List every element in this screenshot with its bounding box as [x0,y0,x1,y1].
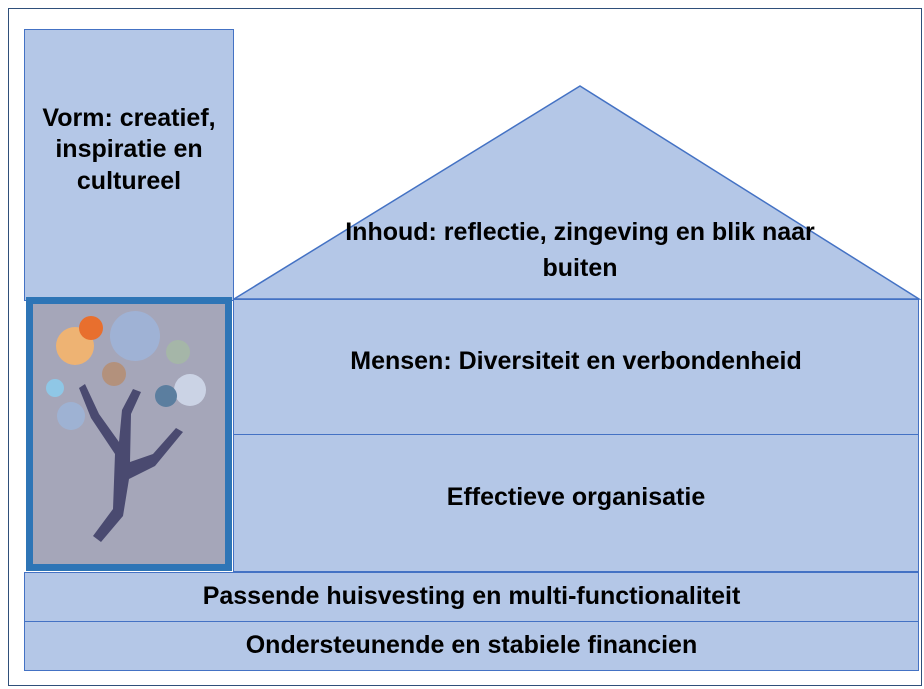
logo-tree-image [26,297,232,571]
foundation-financien: Ondersteunende en stabiele financien [24,621,919,671]
left-pillar-label: Vorm: creatief, inspiratie en cultureel [42,104,216,195]
floor-mensen-label: Mensen: Diversiteit en verbondenheid [350,347,802,376]
foundation-huisvesting-label: Passende huisvesting en multi-functional… [202,582,741,611]
left-pillar-vorm: Vorm: creatief, inspiratie en cultureel [24,29,234,301]
foundation-huisvesting: Passende huisvesting en multi-functional… [24,572,919,622]
floor-organisatie-label: Effectieve organisatie [446,483,706,512]
foundation-financien-label: Ondersteunende en stabiele financien [245,631,698,660]
floor-mensen: Mensen: Diversiteit en verbondenheid [233,299,919,435]
floor-organisatie: Effectieve organisatie [233,434,919,572]
roof-label-inhoud: Inhoud: reflectie, zingeving en blik naa… [345,218,815,282]
tree-with-circles-icon [46,311,206,542]
